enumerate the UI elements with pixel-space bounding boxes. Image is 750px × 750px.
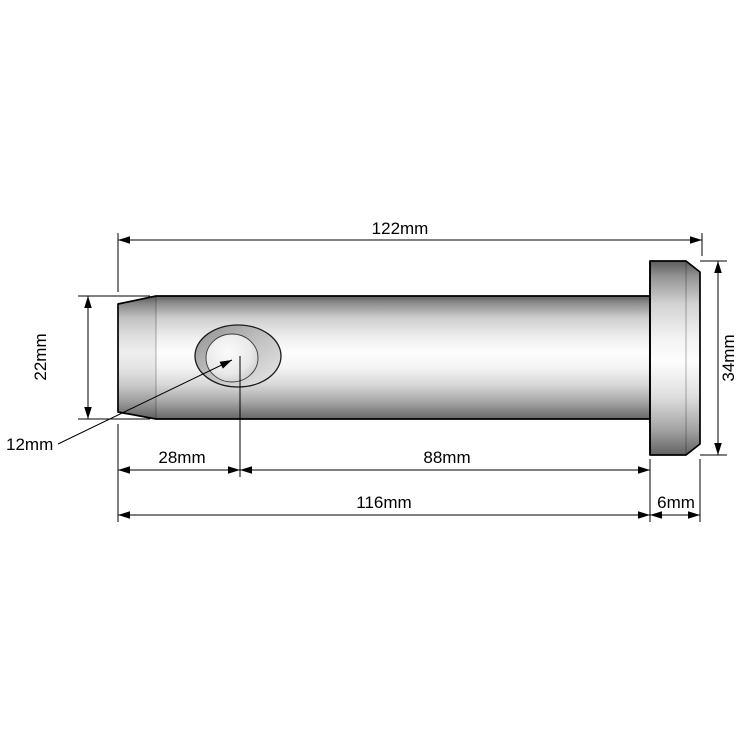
dim-hole-diameter: 12mm — [6, 359, 233, 454]
label-hole-to-head: 88mm — [423, 448, 470, 467]
label-hole-offset: 28mm — [158, 448, 205, 467]
dim-hole-offset: 28mm — [117, 424, 240, 522]
dim-shaft-diameter: 22mm — [31, 295, 150, 420]
hole-inner-ellipse — [205, 333, 259, 383]
leader-line — [57, 359, 233, 445]
dim-head-thickness: 6mm — [650, 459, 701, 522]
label-shaft-length: 116mm — [356, 493, 411, 512]
dim-overall-length: 122mm — [117, 219, 703, 292]
dim-head-diameter: 34mm — [700, 260, 738, 456]
dim-hole-to-head: 88mm — [240, 448, 651, 522]
tip-chamfer-shade — [118, 296, 156, 419]
pin-body — [117, 260, 701, 456]
label-shaft-diameter: 22mm — [31, 333, 50, 380]
pin-head — [649, 260, 701, 456]
dimensions: 122mm 22mm 34mm 12mm — [6, 219, 738, 522]
label-head-thickness: 6mm — [657, 493, 695, 512]
pin-hole — [194, 324, 282, 388]
label-hole-diameter: 12mm — [6, 435, 53, 454]
label-head-diameter: 34mm — [719, 334, 738, 381]
label-overall-length: 122mm — [372, 219, 429, 238]
dim-shaft-length: 116mm — [118, 493, 650, 519]
